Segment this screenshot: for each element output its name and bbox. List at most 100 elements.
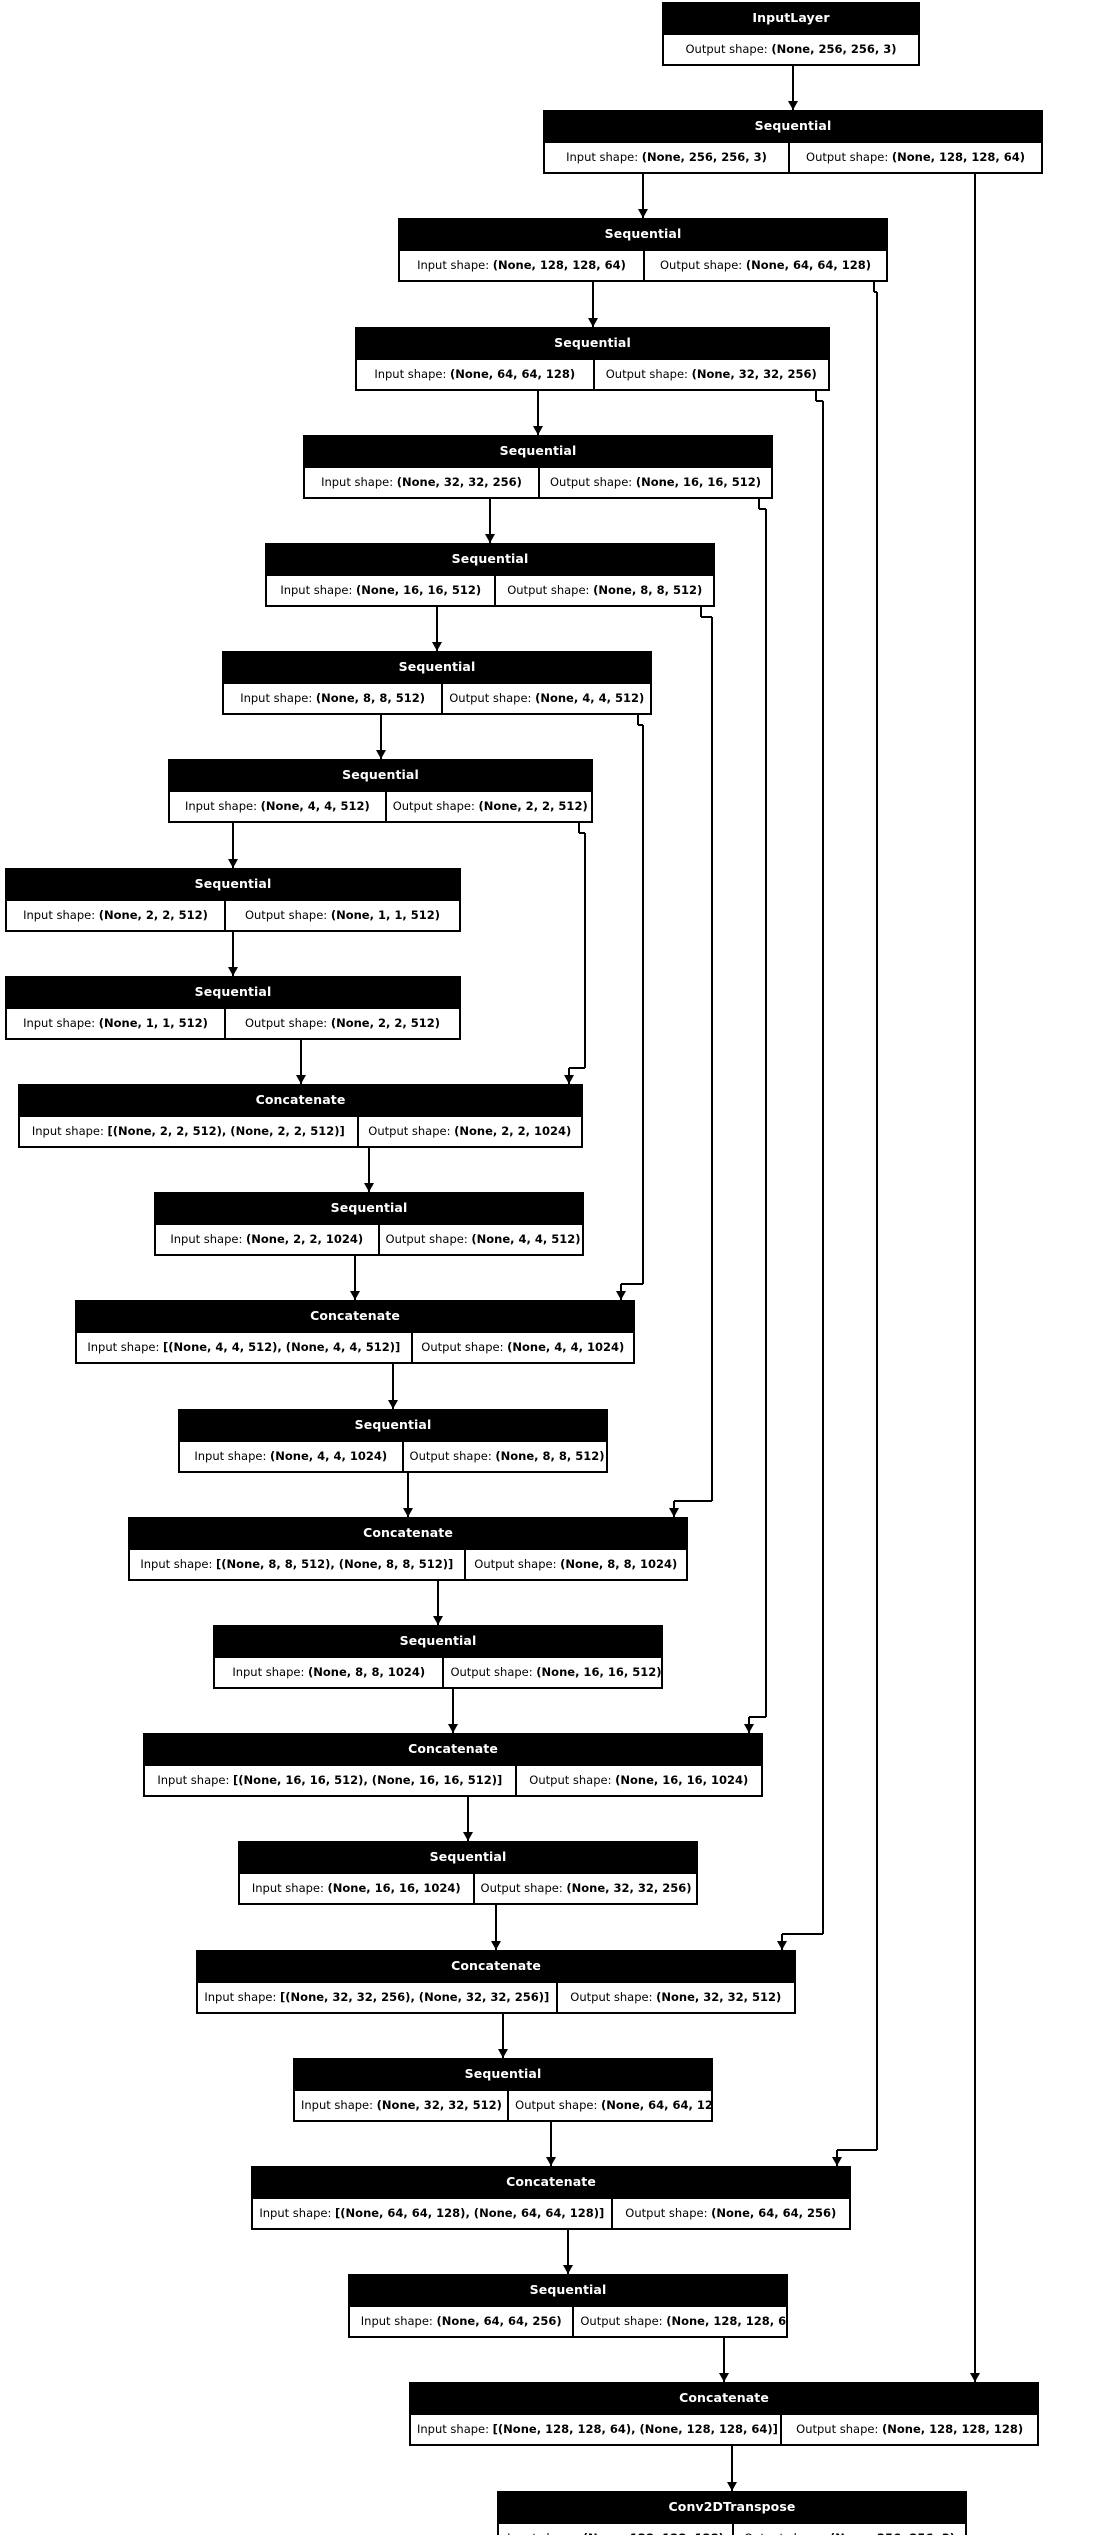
edge-segment: [368, 1148, 370, 1192]
node-output-shape: Output shape: (None, 4, 4, 512): [441, 684, 650, 713]
edge-segment: [731, 2446, 733, 2491]
node-input-shape: Input shape: (None, 8, 8, 512): [240, 691, 426, 705]
node-output-shape: Output shape: (None, 32, 32, 512): [555, 1983, 794, 2012]
edge-arrowhead: [564, 1075, 574, 1084]
edge-segment: [711, 617, 713, 1501]
node-input-shape: Input shape: (None, 32, 32, 512): [301, 2098, 502, 2112]
edge-segment: [569, 1067, 585, 1069]
node-output-shape: Output shape: (None, 128, 128, 64): [788, 143, 1041, 172]
edge-segment: [579, 832, 585, 834]
edge-arrowhead: [719, 2373, 729, 2382]
node-output-shape: Output shape: (None, 16, 16, 512): [442, 1658, 661, 1687]
edge-arrowhead: [350, 1291, 360, 1300]
edge-arrowhead: [727, 2482, 737, 2491]
node-type-label: Sequential: [357, 329, 828, 358]
edge-segment: [974, 184, 976, 2366]
edge-arrowhead: [364, 1183, 374, 1192]
edge-arrowhead: [638, 209, 648, 218]
edge-arrowhead: [587, 318, 598, 327]
node-shape-row: Input shape: (None, 64, 64, 256)Output s…: [350, 2305, 786, 2336]
edge-segment: [537, 391, 539, 435]
edge-segment: [232, 823, 234, 868]
node-output-shape: Output shape: (None, 64, 64, 128): [643, 251, 886, 280]
node-input-shape: Input shape: (None, 2, 2, 512): [23, 908, 208, 922]
node-output-shape: Output shape: (None, 8, 8, 1024): [463, 1550, 686, 1579]
node-shape-row: Input shape: [(None, 4, 4, 512), (None, …: [77, 1331, 633, 1362]
node-type-label: Sequential: [400, 220, 886, 249]
node-shape-row: Input shape: [(None, 128, 128, 64), (Non…: [411, 2413, 1037, 2444]
edge-segment: [379, 715, 382, 759]
node-shape-row: Input shape: (None, 8, 8, 512) Output sha…: [224, 682, 650, 713]
node-output-shape: Output shape: (None, 32, 32, 256): [592, 360, 829, 389]
node-shape-row: Input shape: (None, 16, 16, 512)Output s…: [267, 574, 713, 605]
node-output-shape: Output shape: (None, 8, 8, 512): [494, 576, 713, 605]
node-shape-row: Input shape: [(None, 16, 16, 512), (None…: [145, 1764, 761, 1795]
node-output-shape: Output shape: (None, 256, 256, 3): [732, 2524, 965, 2535]
node-type-label: Sequential: [545, 112, 1041, 141]
edge-segment: [489, 499, 491, 543]
node-input-shape: Input shape: [(None, 64, 64, 128), (None…: [259, 2206, 605, 2220]
node-shape-row: Input shape: (None, 1, 1, 512) Output sha…: [7, 1007, 459, 1038]
node-input-shape: Input shape: (None, 64, 64, 256): [360, 2314, 562, 2328]
node-type-label: Concatenate: [253, 2168, 849, 2197]
node-input-shape: Input shape: (None, 4, 4, 512): [184, 799, 370, 813]
edge-arrowhead: [485, 534, 495, 543]
node-type-label: Sequential: [240, 1843, 696, 1872]
node-type-label: Concatenate: [20, 1086, 581, 1115]
edge-segment: [758, 499, 760, 509]
edge-segment: [452, 1689, 454, 1733]
node-type-label: Concatenate: [77, 1302, 633, 1331]
node-output-shape: Output shape: (None, 8, 8, 512): [401, 1442, 606, 1471]
edge-arrowhead: [498, 2049, 508, 2058]
node-input-shape: Input shape: [(None, 128, 128, 64), (Non…: [417, 2422, 778, 2436]
node-output-shape: Output shape: (None, 2, 2, 512): [223, 1009, 459, 1038]
edge-segment: [467, 1797, 469, 1841]
edge-segment: [974, 174, 976, 184]
edge-segment: [637, 715, 639, 725]
edge-arrowhead: [563, 2265, 573, 2274]
edge-segment: [584, 833, 586, 1068]
edge-arrowhead: [228, 967, 238, 976]
node-shape-row: Input shape: (None, 16, 16, 1024)Output …: [240, 1872, 696, 1903]
edge-segment: [876, 292, 878, 2150]
edge-arrowhead: [832, 2157, 842, 2166]
edge-segment: [700, 607, 702, 617]
edge-arrowhead: [970, 2373, 980, 2382]
node-output-shape: Output shape: (None, 64, 64, 256): [610, 2199, 849, 2228]
node-output-shape: Output shape: (None, 128, 128, 128): [780, 2415, 1037, 2444]
edge-arrowhead: [533, 426, 543, 435]
node-input-shape: Input shape: (None, 1, 1, 512): [23, 1016, 208, 1030]
node-shape-row: Input shape: (None, 128, 128, 128)Output…: [499, 2522, 965, 2535]
edge-segment: [759, 508, 766, 510]
graph-node-conv2dtranspose[interactable]: Conv2DTransposeInput shape: (None, 128, …: [497, 2491, 967, 2535]
edge-segment: [437, 1581, 439, 1625]
node-type-label: Concatenate: [145, 1735, 761, 1764]
edge-segment: [299, 1040, 302, 1084]
edge-arrowhead: [788, 101, 798, 110]
node-output-shape: Output shape: (None, 16, 16, 1024): [514, 1766, 761, 1795]
